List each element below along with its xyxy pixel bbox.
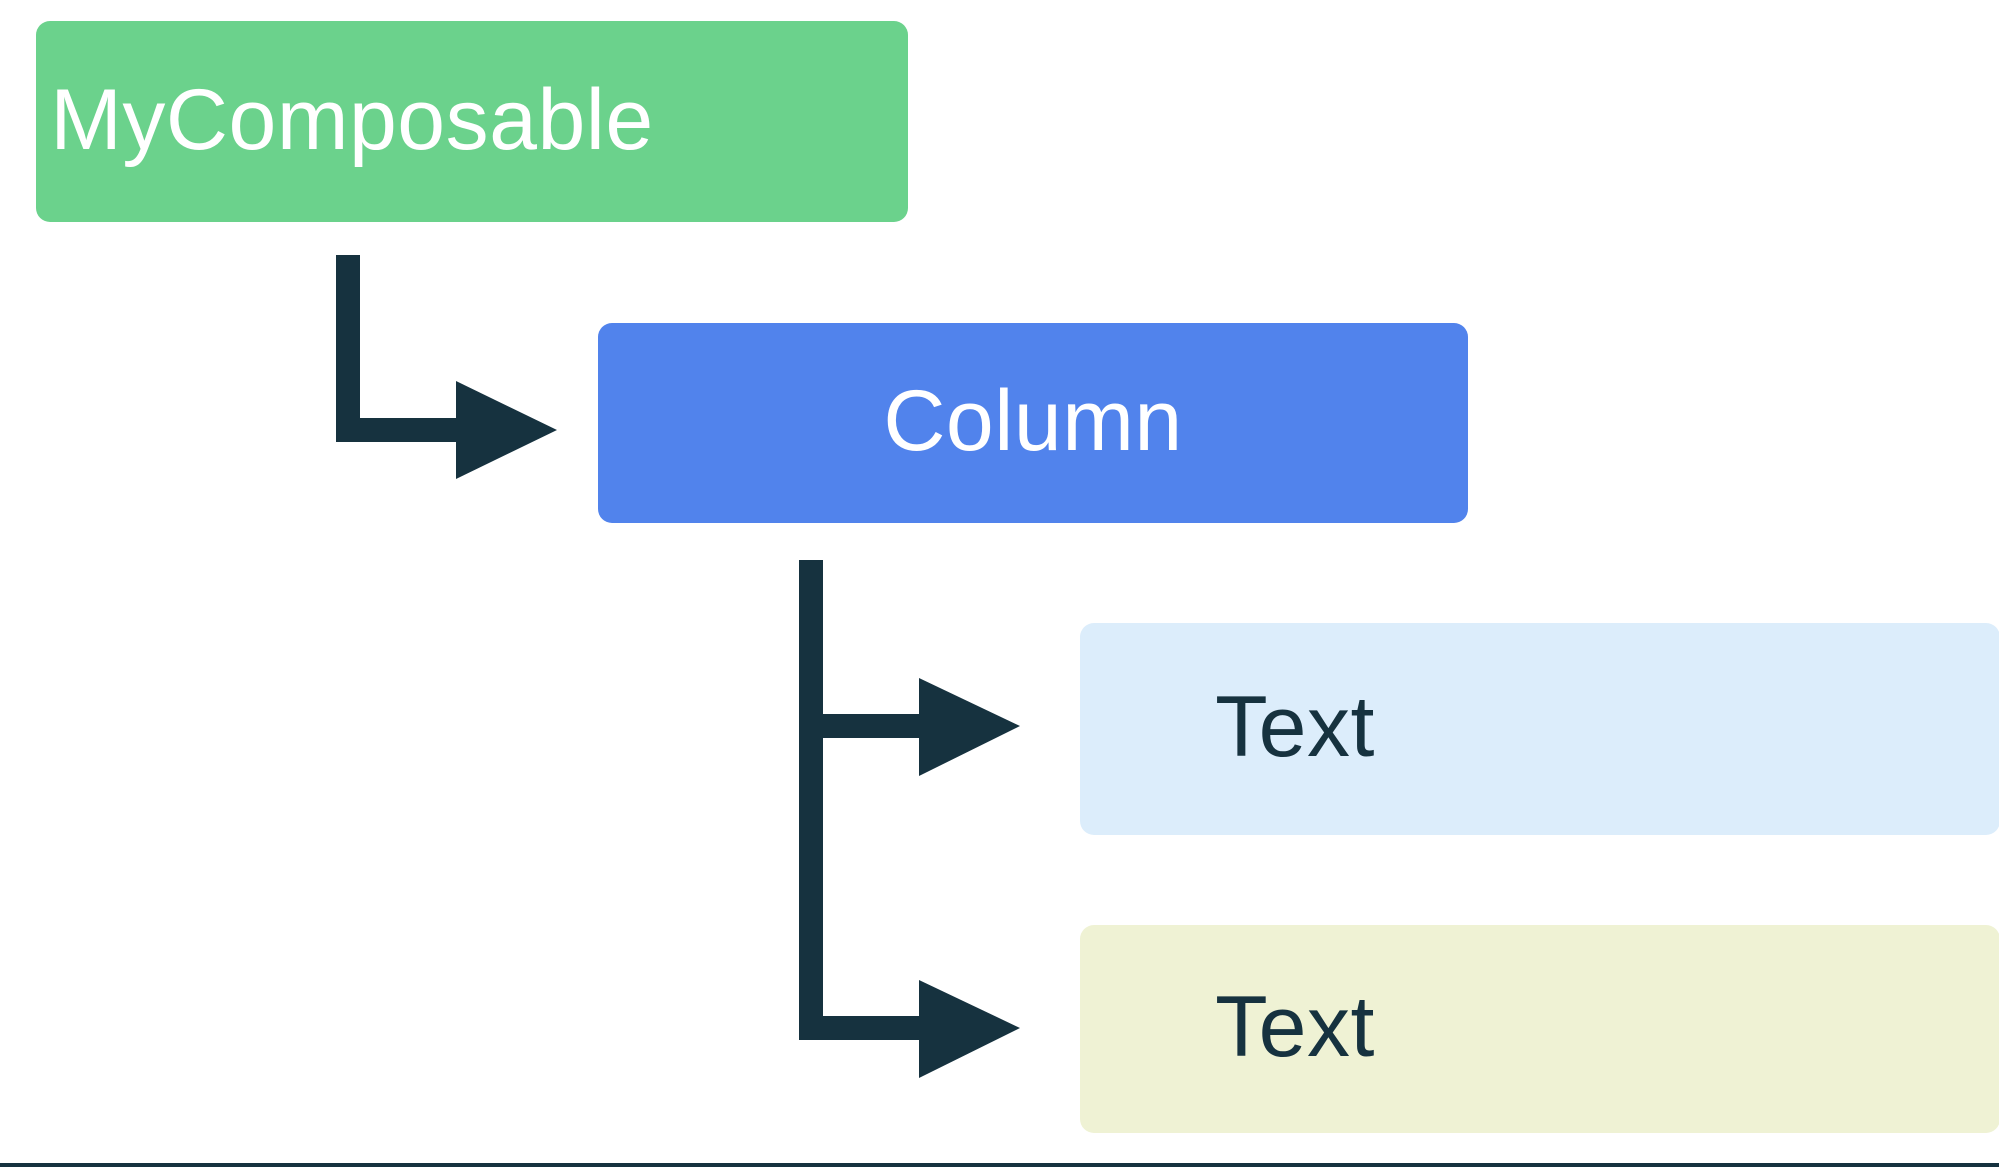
- node-column-label: Column: [883, 373, 1183, 469]
- bottom-divider: [0, 1163, 1999, 1167]
- arrowhead-icon: [456, 381, 557, 479]
- node-text-second[interactable]: Text: [1080, 925, 1999, 1133]
- edge-column-to-text-1: [799, 560, 1020, 776]
- arrowhead-icon: [919, 678, 1020, 776]
- node-mycomposable[interactable]: MyComposable: [36, 21, 908, 222]
- node-text-second-label: Text: [1215, 979, 1375, 1075]
- node-mycomposable-label: MyComposable: [50, 71, 654, 168]
- edge-column-to-text-2: [799, 726, 1020, 1078]
- node-text-first[interactable]: Text: [1080, 623, 1999, 835]
- arrowhead-icon: [919, 980, 1020, 1078]
- node-text-first-label: Text: [1215, 679, 1375, 775]
- node-column[interactable]: Column: [598, 323, 1468, 523]
- edge-root-to-column: [336, 255, 557, 479]
